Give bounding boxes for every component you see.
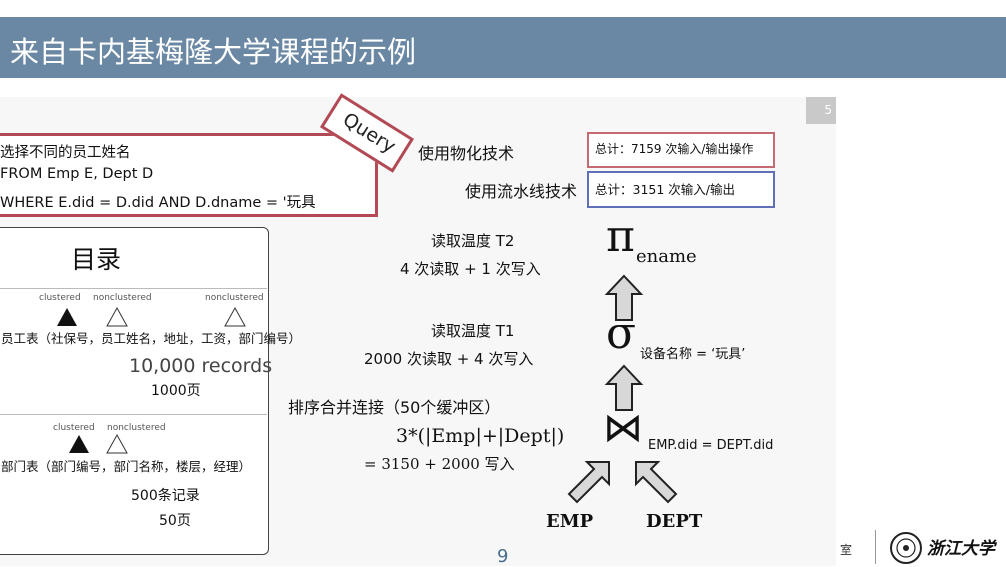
emp-clustered-label: clustered (39, 293, 81, 303)
nonclustered-index-icon-2 (224, 306, 246, 327)
sql-query-box: 选择不同的员工姓名 FROM Emp E, Dept D WHERE E.did… (0, 133, 378, 217)
lab-text: 室 (840, 543, 853, 557)
pipeline-total-box: 总计：3151 次输入/输出 (587, 171, 775, 208)
dept-nonclustered-label: nonclustered (107, 423, 166, 433)
university-seal-icon (890, 532, 922, 564)
footer-divider (875, 530, 876, 564)
catalog-divider-2 (0, 414, 267, 415)
cost-t1: 2000 次读取 + 4 次写入 (364, 350, 534, 368)
catalog-divider (0, 288, 267, 289)
slide-corner-tab: 5 (806, 97, 836, 124)
dept-schema: 部门表（部门编号，部门名称，楼层，经理） (1, 459, 252, 474)
join-symbol: ⋈ (603, 405, 643, 451)
dept-table-leaf: DEPT (646, 511, 703, 532)
sql-line-3: WHERE E.did = D.did AND D.dname = '玩具 (0, 195, 316, 211)
up-arrow-icon (604, 274, 644, 321)
sql-line-2: FROM Emp E, Dept D (0, 166, 154, 182)
join-condition: EMP.did = DEPT.did (648, 438, 774, 453)
cost-t2: 4 次读取 + 1 次写入 (400, 260, 541, 278)
nonclustered-index-icon-dept (106, 433, 128, 454)
dept-pages: 50页 (159, 513, 191, 529)
nonclustered-index-icon (106, 306, 128, 327)
sort-merge-note: 排序合并连接（50个缓冲区） (288, 398, 501, 417)
cost-formula-result: = 3150 + 2000 写入 (364, 455, 515, 473)
clustered-index-icon (57, 308, 77, 326)
emp-records: 10,000 records (129, 355, 273, 377)
selection-symbol: σ (606, 308, 637, 359)
projection-symbol: π (606, 211, 635, 262)
sql-line-1: 选择不同的员工姓名 (0, 145, 131, 161)
read-temp-t1: 读取温度 T1 (431, 322, 515, 340)
materialize-total: 总计：7159 次输入/输出操作 (595, 142, 754, 156)
catalog-panel: 目录 clustered nonclustered nonclustered 员… (0, 227, 301, 555)
emp-schema: 员工表（社保号，员工姓名，地址，工资，部门编号） (1, 331, 302, 346)
selection-condition: 设备名称 = ‘玩具’ (640, 347, 746, 362)
pipeline-total: 总计：3151 次输入/输出 (595, 182, 735, 197)
up-arrow-icon-2 (604, 364, 644, 411)
slide-number: 9 (497, 546, 509, 567)
materialize-total-box: 总计：7159 次输入/输出操作 (587, 132, 775, 168)
clustered-index-icon-dept (69, 435, 89, 453)
read-temp-t2: 读取温度 T2 (431, 232, 515, 250)
page-title: 来自卡内基梅隆大学课程的示例 (10, 35, 417, 69)
dept-records: 500条记录 (131, 488, 200, 504)
header-bar: 来自卡内基梅隆大学课程的示例 (0, 17, 1006, 78)
pipeline-note: 使用流水线技术 (465, 182, 578, 201)
footer-logo-area: 室 浙江大学 (837, 528, 1006, 566)
cost-formula: 3*(|Emp|+|Dept|) (396, 425, 565, 447)
emp-index-triangles (57, 306, 246, 327)
dept-index-triangles (69, 433, 128, 454)
emp-nonclustered-label-1: nonclustered (93, 293, 152, 303)
emp-pages: 1000页 (151, 383, 201, 399)
emp-nonclustered-label-2: nonclustered (205, 293, 264, 303)
diagonal-arrow-left-icon (567, 461, 610, 504)
diagonal-arrow-right-icon (635, 461, 678, 504)
dept-clustered-label: clustered (53, 423, 95, 433)
university-logo-text: 浙江大学 (927, 539, 995, 559)
emp-table-leaf: EMP (546, 511, 594, 532)
projection-attribute: ename (636, 246, 697, 267)
catalog-title: 目录 (71, 245, 122, 274)
materialize-note: 使用物化技术 (418, 144, 515, 163)
